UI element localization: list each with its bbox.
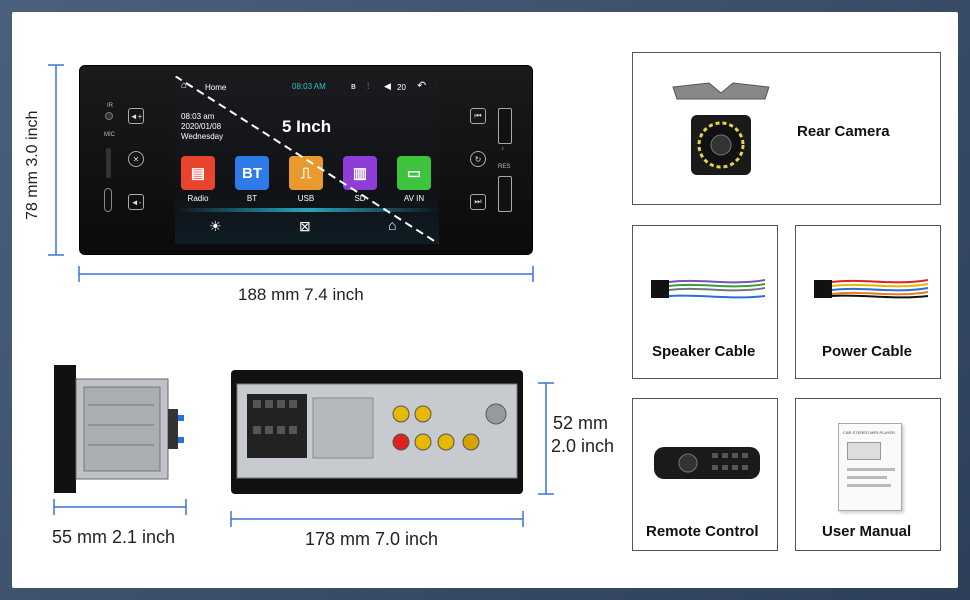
home-label: Home	[205, 83, 227, 92]
sd-card-icon: ▥	[352, 165, 368, 182]
av-in-app-label: AV IN	[403, 194, 425, 203]
display-screen: ⌂ Home 08:03 AM ʙ ⫶ ◀ 20 ↶ 08:03 am 2020…	[175, 76, 439, 244]
front-height-label: 78 mm 3.0 inch	[24, 110, 41, 220]
manual-text-line	[847, 484, 891, 487]
av-in-icon: ▭	[406, 165, 422, 182]
user-manual-label: User Manual	[822, 523, 912, 540]
radio-app-label: Radio	[187, 194, 209, 203]
av-in-app-tile[interactable]: ▭	[397, 156, 431, 190]
mode-button[interactable]: ↻	[470, 151, 486, 167]
previous-track-button[interactable]: ⏮	[470, 108, 486, 124]
power-cable-card: Power Cable	[795, 225, 941, 379]
brightness-icon[interactable]: ☀	[209, 218, 222, 234]
manual-device-image	[847, 442, 881, 460]
volume-down-button[interactable]: ◄-	[128, 194, 144, 210]
head-unit-front: IR MIC ◄+ ✕ ◄- ⌂ Home 08:03 AM ʙ ⫶ ◀ 20 …	[79, 65, 533, 255]
clock-weekday: Wednesday	[181, 132, 224, 141]
back-width-label: 178 mm 7.0 inch	[305, 529, 439, 549]
manual-text-line	[847, 476, 887, 479]
remote-control-label: Remote Control	[646, 523, 759, 540]
ir-label: IR	[107, 103, 113, 109]
settings-home-icon[interactable]: ⌂	[388, 217, 397, 233]
status-bar: ⌂ Home 08:03 AM ʙ ⫶ ◀ 20 ↶	[175, 76, 439, 98]
rear-camera-image	[672, 82, 770, 175]
usb-icon: ⎍	[300, 164, 312, 182]
mute-button[interactable]: ✕	[128, 151, 144, 167]
display-off-icon[interactable]: ⊠	[299, 218, 311, 234]
res-label: RES	[498, 164, 511, 170]
remote-control-card: Remote Control	[632, 398, 778, 551]
usb-port-1	[498, 108, 512, 144]
usb-app-tile[interactable]: ⎍	[289, 156, 323, 190]
back-view-chassis	[231, 370, 523, 494]
power-cable-image	[814, 279, 928, 299]
next-track-button[interactable]: ⏭	[470, 194, 486, 210]
sd-app-tile[interactable]: ▥	[343, 156, 377, 190]
user-manual-image: CAR STEREO MP5 PLAYER	[838, 423, 902, 511]
clock-time: 08:03 am	[181, 112, 215, 121]
manual-text-line	[847, 468, 895, 471]
back-height-mm-label: 52 mm	[553, 413, 609, 433]
rear-camera-card: Rear Camera	[632, 52, 941, 205]
depth-label: 55 mm 2.1 inch	[52, 527, 176, 547]
front-width-label: 188 mm 7.4 inch	[238, 285, 364, 304]
radio-app-tile[interactable]: ▤	[181, 156, 215, 190]
volume-down-icon: ◄-	[130, 197, 142, 207]
back-icon[interactable]: ↶	[417, 80, 427, 92]
usb-c-port	[104, 188, 112, 212]
usb-app-label: USB	[297, 194, 315, 203]
user-manual-card: CAR STEREO MP5 PLAYER User Manual	[795, 398, 941, 551]
mic-label: MIC	[104, 132, 115, 138]
power-cable-label: Power Cable	[822, 343, 913, 360]
screen-size-label: 5 Inch	[282, 117, 332, 136]
speaker-cable-image	[651, 279, 765, 299]
back-height-inch-label: 2.0 inch	[551, 436, 615, 456]
home-icon[interactable]: ⌂	[181, 80, 188, 91]
equalizer-icon[interactable]: ⫶	[367, 81, 370, 91]
usb-port-2	[498, 176, 512, 212]
next-icon: ⏭	[474, 197, 482, 206]
side-view-chassis	[54, 365, 184, 493]
music-note-icon: ♪	[501, 146, 504, 152]
previous-icon: ⏮	[474, 111, 482, 120]
ir-sensor	[105, 112, 113, 120]
speaker-cable-card: Speaker Cable	[632, 225, 778, 379]
volume-up-icon: ◄+	[129, 111, 143, 121]
remote-control-image	[654, 447, 760, 479]
bluetooth-icon: BT	[242, 164, 262, 182]
sd-slot	[106, 148, 111, 178]
bt-app-tile[interactable]: BT	[235, 156, 269, 190]
volume-level: 20	[397, 83, 406, 92]
volume-up-button[interactable]: ◄+	[128, 108, 144, 124]
manual-title: CAR STEREO MP5 PLAYER	[843, 430, 895, 435]
sd-app-label: SD	[354, 194, 366, 203]
bluetooth-status-icon: ʙ	[351, 81, 356, 91]
loop-icon: ↻	[474, 154, 482, 164]
status-time: 08:03 AM	[292, 82, 326, 91]
screen-divider	[175, 208, 439, 212]
bt-app-label: BT	[246, 194, 258, 203]
clock-date: 2020/01/08	[181, 122, 222, 131]
speaker-cable-label: Speaker Cable	[652, 343, 756, 360]
speaker-icon: ◀	[384, 81, 391, 91]
protective-film-line	[175, 76, 439, 244]
mute-icon: ✕	[132, 154, 140, 164]
radio-icon: ▤	[190, 165, 206, 182]
rear-camera-label: Rear Camera	[797, 123, 890, 140]
